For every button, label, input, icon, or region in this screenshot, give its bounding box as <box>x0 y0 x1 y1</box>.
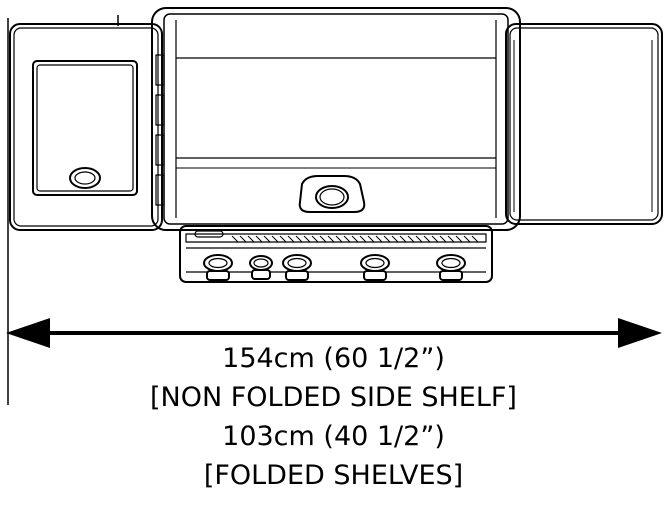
dimension-label-folded-cm: 103cm (40 1/2”) <box>222 421 445 452</box>
knob-1 <box>203 254 233 281</box>
arrowhead-right <box>618 318 662 348</box>
control-panel <box>179 225 493 283</box>
left-side-shelf <box>9 23 165 231</box>
knob-4 <box>360 254 390 281</box>
dimension-note-non-folded: [NON FOLDED SIDE SHELF] <box>150 382 517 413</box>
knob-3 <box>282 254 312 281</box>
side-burner-handle <box>69 167 101 189</box>
dimension-label-total-cm: 154cm (60 1/2”) <box>222 343 445 374</box>
grill-hood <box>151 7 521 231</box>
dimension-note-folded: [FOLDED SHELVES] <box>203 460 464 491</box>
dimension-arrow <box>6 318 662 348</box>
grate-hatch <box>231 235 479 243</box>
right-side-shelf <box>505 23 663 225</box>
hood-handle <box>298 175 366 213</box>
arrowhead-left <box>6 318 50 348</box>
side-burner-lid <box>32 60 138 196</box>
knob-5 <box>436 254 466 281</box>
knob-2 <box>249 255 273 280</box>
control-knobs <box>203 254 466 281</box>
